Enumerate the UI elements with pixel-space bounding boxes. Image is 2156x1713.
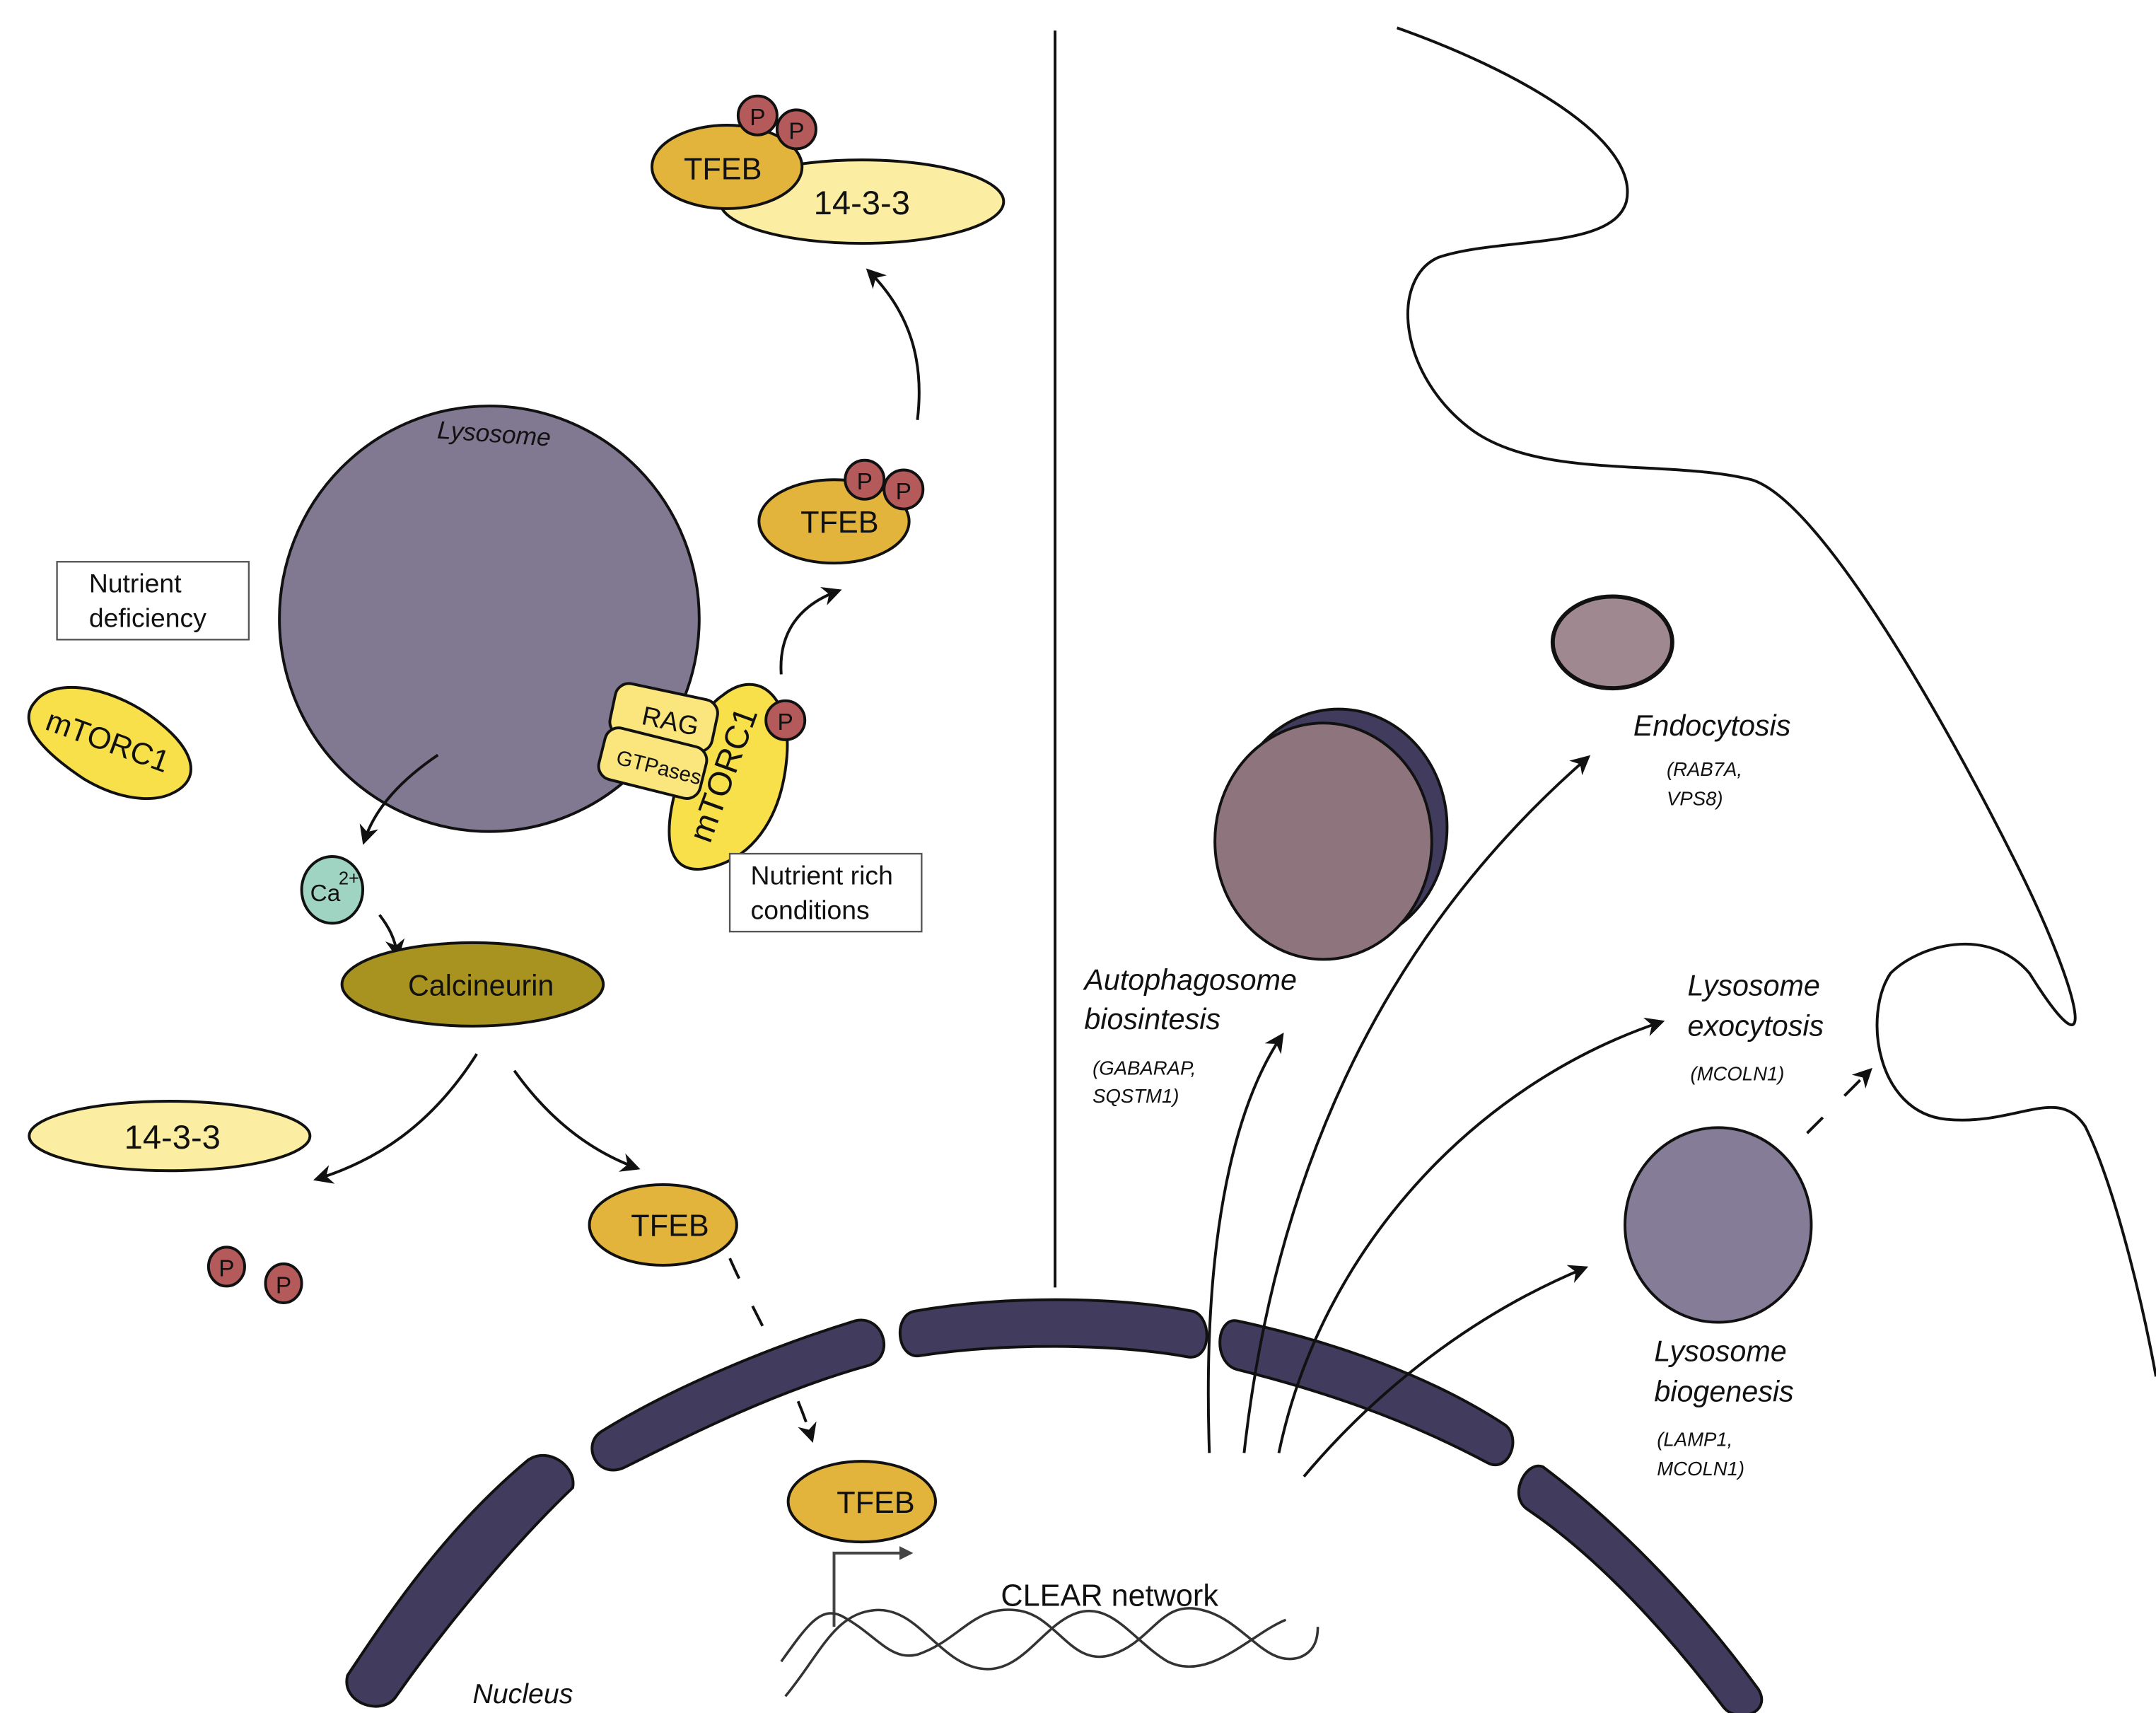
calcineurin-label: Calcineurin (408, 970, 554, 1002)
mtorc1-inactive: mTORC1 (27, 686, 192, 800)
tfeb-nuclear: TFEB (786, 1460, 937, 1544)
phosphate-label: P (896, 479, 911, 505)
lysosome-new (1624, 1126, 1813, 1324)
rag-gtpase-bottom (597, 726, 709, 800)
tfeb-phosphorylated: TFEB P P (757, 458, 925, 565)
nucleus-label: Nucleus (472, 1678, 573, 1709)
phosphate-icon (764, 699, 807, 741)
phosphate-label: P (778, 709, 793, 736)
tfeb-nuclear-shape (786, 1460, 937, 1544)
arrow-calcineurin-dephosphorylates-tfeb (513, 1069, 641, 1172)
tfeb-dephosphorylated-label: TFEB (631, 1209, 709, 1243)
process-title: Lysosome (1688, 970, 1820, 1002)
tfeb-phosphorylated-top (651, 124, 804, 210)
tfeb-nuclear-label: TFEB (837, 1486, 915, 1520)
lysosome-body (278, 405, 701, 833)
protein-14-3-3-free: 14-3-3 (28, 1100, 312, 1173)
process-genes: MCOLN1) (1657, 1458, 1744, 1480)
process-title: Autophagosome (1082, 964, 1297, 997)
nuclear-envelope-segment (1218, 1319, 1515, 1466)
calcium-ion: Ca 2+ (300, 855, 365, 925)
process-title: Endocytosis (1633, 709, 1791, 742)
arrow-to-endocytosis (1242, 755, 1591, 1453)
mtorc1-free-shape (27, 686, 192, 800)
process-title: Lysosome (1654, 1335, 1786, 1368)
tfeb-dephosphorylated-shape (588, 1183, 738, 1267)
nuclear-envelope-segment (590, 1318, 886, 1472)
autophagosome-inner (1213, 721, 1433, 961)
tfeb-14-3-3-complex: 14-3-3 TFEB P P (651, 94, 1006, 245)
nuclear-envelope (345, 1298, 1764, 1713)
phosphate-icon (206, 1245, 246, 1288)
arrow-to-14-3-3-binding (866, 268, 921, 420)
process-genes: (LAMP1, (1657, 1429, 1732, 1451)
nuclear-envelope-segment (898, 1298, 1208, 1359)
clear-network-label: CLEAR network (1001, 1579, 1218, 1613)
arrow-lysosome-releases-calcium (359, 753, 439, 845)
protein-14-3-3-free-label: 14-3-3 (124, 1118, 221, 1156)
nutrient-rich-box: Nutrient rich conditions (728, 852, 923, 933)
process-genes: VPS8) (1667, 787, 1723, 809)
phosphate-icon (775, 108, 817, 151)
mtorc1-active-complex: mTORC1 RAG GTPases P (597, 682, 807, 871)
calcineurin-shape (340, 941, 605, 1028)
transcription-start-arrow (832, 1546, 914, 1627)
dna-strand-1 (780, 1607, 1319, 1663)
calcium-label: Ca (310, 881, 341, 907)
phosphate-icon (736, 94, 779, 137)
tfeb-dephosphorylated: TFEB (588, 1183, 738, 1267)
lysosome: Lysosome (278, 405, 701, 833)
arrow-to-lysosome-exocytosis (1277, 1017, 1665, 1453)
tfeb-mid-label: TFEB (800, 506, 879, 540)
process-genes: (MCOLN1) (1690, 1062, 1784, 1084)
process-endocytosis: Endocytosis (RAB7A, VPS8) (1633, 709, 1791, 809)
arrow-calcium-activates-calcineurin (378, 914, 405, 960)
process-lysosome-biogenesis: Lysosome biogenesis (LAMP1, MCOLN1) (1654, 1335, 1793, 1480)
nutrient-deficiency-label-1: Nutrient (89, 568, 182, 598)
process-title: biosintesis (1084, 1003, 1220, 1035)
process-title: exocytosis (1688, 1010, 1824, 1043)
endosome (1550, 594, 1674, 691)
process-genes: (GABARAP, (1092, 1057, 1196, 1079)
calcium-ion-circle (300, 855, 365, 925)
protein-14-3-3-bound-label: 14-3-3 (814, 184, 910, 221)
phosphate-label: P (788, 119, 804, 145)
free-phosphates: P P (206, 1245, 303, 1304)
phosphate-label: P (218, 1256, 234, 1282)
autophagosome (1213, 707, 1449, 961)
arrow-lysosome-exocytosis-dashed (1806, 1067, 1872, 1134)
arrow-to-lysosome-biogenesis (1303, 1265, 1589, 1478)
tfeb-top-label: TFEB (684, 153, 762, 187)
arrow-to-autophagosome-biosintesis (1206, 1033, 1284, 1453)
arrow-mtorc1-phosphorylates-tfeb (779, 586, 842, 675)
nutrient-deficiency-box: Nutrient deficiency (56, 561, 250, 641)
phosphate-icon (844, 458, 886, 501)
nuclear-envelope-segment (1517, 1464, 1764, 1713)
dna-helix (780, 1607, 1319, 1697)
process-genes: SQSTM1) (1092, 1085, 1179, 1107)
process-title: biogenesis (1654, 1376, 1793, 1408)
arrow-tfeb-nuclear-translocation (728, 1258, 817, 1443)
phosphate-label: P (276, 1272, 291, 1299)
nutrient-deficiency-label-2: deficiency (89, 603, 206, 633)
arrow-calcineurin-releases-14-3-3 (313, 1053, 478, 1184)
phosphate-label: P (750, 105, 765, 131)
protein-14-3-3-free-shape (28, 1100, 312, 1173)
phosphate-icon (882, 468, 925, 511)
tfeb-phosphorylated-mid (757, 478, 911, 565)
plasma-membrane (1397, 26, 2156, 1377)
process-autophagosome-biosintesis: Autophagosome biosintesis (GABARAP, SQST… (1082, 964, 1297, 1107)
process-genes: (RAB7A, (1667, 758, 1742, 780)
dna-strand-2 (784, 1608, 1287, 1697)
calcium-charge-label: 2+ (339, 869, 359, 888)
phosphate-icon (264, 1262, 303, 1304)
nutrient-rich-label-2: conditions (751, 895, 870, 924)
nutrient-rich-label-1: Nutrient rich (751, 860, 893, 890)
phosphate-label: P (857, 469, 873, 495)
nuclear-envelope-segment (345, 1454, 575, 1708)
process-lysosome-exocytosis: Lysosome exocytosis (MCOLN1) (1688, 970, 1824, 1085)
calcineurin: Calcineurin (340, 941, 605, 1028)
